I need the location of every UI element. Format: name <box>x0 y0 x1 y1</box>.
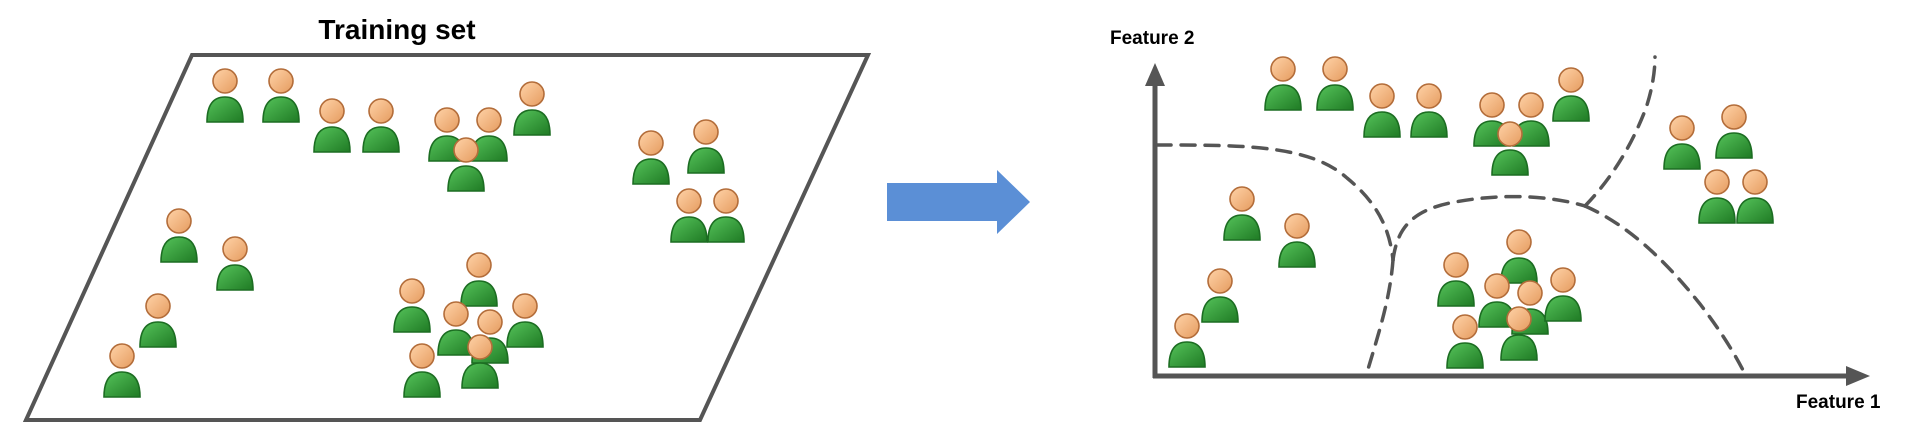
person-icon <box>1736 169 1774 224</box>
boundary-lower-left <box>1364 258 1395 378</box>
person-icon <box>160 208 198 263</box>
person-icon <box>1264 56 1302 111</box>
person-icon <box>1363 83 1401 138</box>
person-icon <box>403 343 441 398</box>
training-set-title: Training set <box>318 14 475 45</box>
transform-arrow <box>887 170 1030 234</box>
training-set-people <box>103 68 745 398</box>
right-arrow-icon <box>887 170 1030 234</box>
person-icon <box>1437 252 1475 307</box>
person-icon <box>1544 267 1582 322</box>
boundary-upper-right <box>1583 55 1657 208</box>
person-icon <box>362 98 400 153</box>
y-axis-label: Feature 2 <box>1110 28 1194 49</box>
y-axis-arrow-icon <box>1145 63 1165 86</box>
x-axis-label: Feature 1 <box>1796 392 1881 413</box>
person-icon <box>1552 67 1590 122</box>
person-icon <box>139 293 177 348</box>
person-icon <box>506 293 544 348</box>
person-icon <box>1316 56 1354 111</box>
boundary-upper-left <box>1155 143 1395 262</box>
person-icon <box>206 68 244 123</box>
person-icon <box>103 343 141 398</box>
x-axis-arrow-icon <box>1846 366 1870 386</box>
person-icon <box>670 188 708 243</box>
person-icon <box>1223 186 1261 241</box>
person-icon <box>262 68 300 123</box>
person-icon <box>632 130 670 185</box>
person-icon <box>393 278 431 333</box>
person-icon <box>1698 169 1736 224</box>
boundary-center-top <box>1391 194 1587 262</box>
training-set-frame <box>22 53 872 422</box>
boundary-lower-right <box>1583 204 1748 378</box>
person-icon <box>1410 83 1448 138</box>
feature-space-people <box>1168 56 1774 369</box>
right-panel: Feature 2 Feature 1 <box>1110 28 1881 413</box>
person-icon <box>1500 229 1538 284</box>
person-icon <box>1168 313 1206 368</box>
person-icon <box>460 252 498 307</box>
person-icon <box>216 236 254 291</box>
person-icon <box>1663 115 1701 170</box>
person-icon <box>1446 314 1484 369</box>
left-panel: Training set <box>22 14 872 422</box>
person-icon <box>1201 268 1239 323</box>
person-icon <box>313 98 351 153</box>
person-icon <box>707 188 745 243</box>
decision-boundaries <box>1155 55 1748 378</box>
feature-axes <box>1145 63 1870 386</box>
person-icon <box>1715 104 1753 159</box>
person-icon <box>1278 213 1316 268</box>
person-icon <box>687 119 725 174</box>
person-icon <box>513 81 551 136</box>
